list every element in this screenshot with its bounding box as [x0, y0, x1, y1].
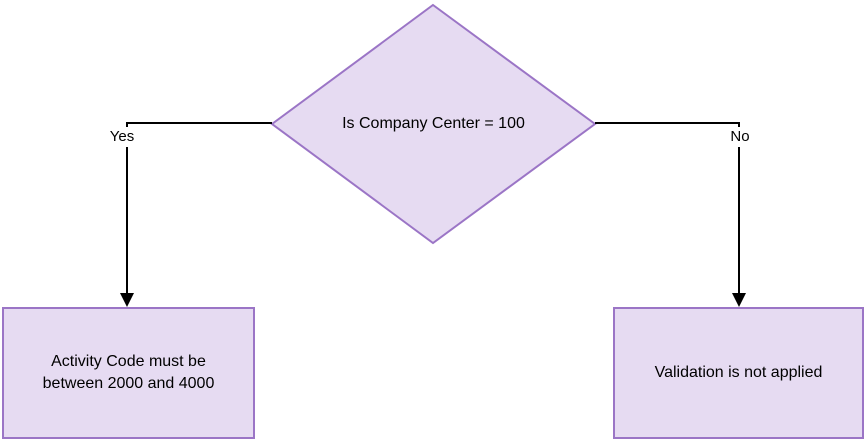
down-arrowhead-icon	[732, 293, 746, 307]
no-branch-label: No	[720, 127, 760, 147]
down-arrowhead-icon	[120, 293, 134, 307]
yes-connector-vertical	[126, 122, 128, 294]
yes-result-box: Activity Code must be between 2000 and 4…	[2, 307, 255, 439]
yes-branch-label: Yes	[102, 127, 142, 147]
no-connector-horizontal	[595, 122, 740, 124]
no-result-label: Validation is not applied	[654, 364, 823, 382]
yes-connector-horizontal	[127, 122, 272, 124]
no-connector-vertical	[738, 122, 740, 294]
yes-result-label: Activity Code must be between 2000 and 4…	[42, 353, 215, 392]
no-result-box: Validation is not applied	[613, 307, 864, 439]
